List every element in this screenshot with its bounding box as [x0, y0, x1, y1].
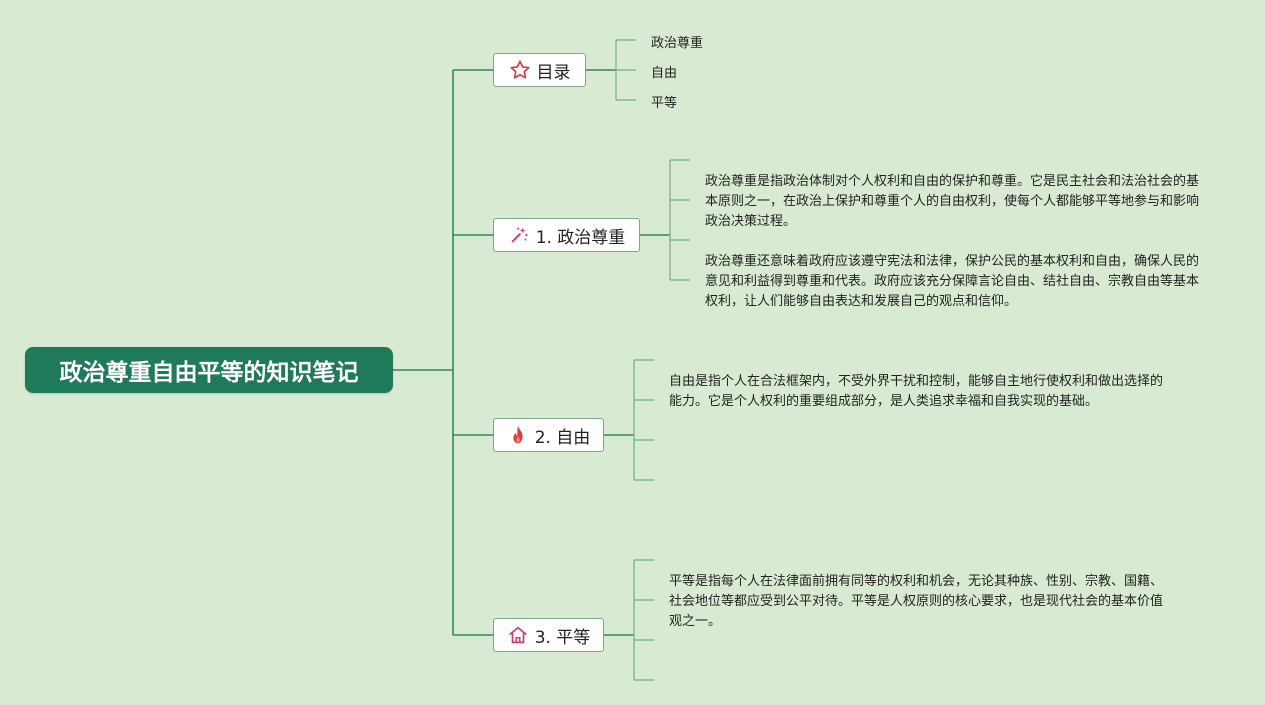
section-1-paragraph-2: 政治尊重还意味着政府应该遵守宪法和法律，保护公民的基本权利和自由，确保人民的意见…: [705, 254, 1200, 309]
section-1-paragraph-1: 政治尊重是指政治体制对个人权利和自由的保护和尊重。它是民主社会和法治社会的基本原…: [705, 174, 1200, 229]
branch-section-2[interactable]: 2. 自由: [493, 418, 604, 452]
branch-label: 2. 自由: [534, 427, 591, 448]
branch-section-1[interactable]: 1. 政治尊重: [493, 218, 640, 252]
branch-label: 3. 平等: [534, 627, 591, 648]
toc-item-2[interactable]: 自由: [651, 66, 678, 81]
fire-icon: [507, 424, 529, 446]
section-2-paragraph-1: 自由是指个人在合法框架内，不受外界干扰和控制，能够自主地行使权利和做出选择的能力…: [669, 374, 1164, 409]
star-icon: [509, 59, 531, 81]
toc-item-3[interactable]: 平等: [651, 96, 678, 111]
branch-label: 目录: [536, 62, 571, 83]
branch-label: 1. 政治尊重: [535, 227, 626, 248]
root-topic[interactable]: 政治尊重自由平等的知识笔记: [25, 347, 393, 393]
sparkle-icon: [508, 224, 530, 246]
section-3-paragraph-1: 平等是指每个人在法律面前拥有同等的权利和机会，无论其种族、性别、宗教、国籍、社会…: [669, 574, 1164, 629]
house-icon: [507, 624, 529, 646]
root-title: 政治尊重自由平等的知识笔记: [59, 360, 359, 386]
toc-item-1[interactable]: 政治尊重: [651, 36, 704, 51]
branch-toc[interactable]: 目录: [493, 53, 586, 87]
branch-section-3[interactable]: 3. 平等: [493, 618, 604, 652]
